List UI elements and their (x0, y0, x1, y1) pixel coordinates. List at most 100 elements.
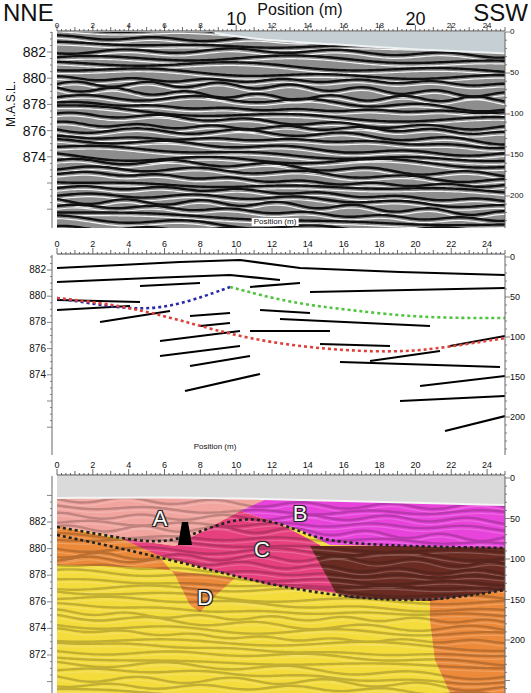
ruler-tick (505, 567, 507, 568)
ruler-tick (50, 38, 52, 39)
ruler-tick (505, 289, 507, 290)
ruler-tick (137, 252, 138, 254)
ruler-tick (285, 473, 286, 475)
ruler-tick (437, 252, 438, 254)
ruler-tick (115, 252, 116, 254)
ruler-tick (47, 628, 52, 629)
reflector-line (57, 260, 505, 275)
tick-label: 22 (447, 22, 456, 30)
reflector-dark (57, 226, 505, 228)
tick-label: 24 (482, 461, 492, 470)
ruler-tick (222, 29, 223, 31)
ruler-tick (505, 179, 507, 180)
ruler-tick (50, 568, 52, 569)
ruler-tick (164, 248, 165, 254)
ruler-tick (316, 29, 317, 31)
ruler-tick (110, 471, 111, 475)
ruler-tick (487, 469, 488, 475)
boundary-lower (57, 535, 505, 600)
unit-letter: B (293, 503, 308, 525)
ruler-tick (240, 473, 241, 475)
ruler-tick (393, 473, 394, 475)
ruler-tick (70, 252, 71, 254)
ruler-tick (254, 27, 255, 31)
ruler-tick (173, 29, 174, 31)
tick-label: 16 (339, 461, 349, 470)
ruler-tick (50, 97, 52, 98)
air-band (170, 32, 505, 54)
reflector-line (160, 346, 240, 356)
ruler-tick (285, 29, 286, 31)
ruler-tick (424, 473, 425, 475)
unit-letter: A (153, 508, 168, 530)
ruler-tick (160, 252, 161, 254)
ruler-tick (209, 29, 210, 31)
ruler-tick (505, 640, 510, 641)
ruler-tick (97, 473, 98, 475)
ruler-tick (505, 425, 507, 426)
elevation-label: 872 (29, 650, 46, 660)
ruler-tick (393, 29, 394, 31)
ruler-tick (401, 252, 402, 254)
ruler-tick (169, 29, 170, 31)
ruler-tick (334, 473, 335, 475)
ruler-tick (388, 473, 389, 475)
reflector-line (320, 344, 390, 346)
elevation-label: 876 (29, 597, 46, 607)
elevation-label: 874 (23, 150, 46, 164)
ruler-tick (505, 345, 507, 346)
ruler-tick (406, 473, 407, 475)
ruler-tick (505, 305, 507, 306)
ruler-tick (505, 32, 510, 33)
ruler-tick (177, 252, 178, 254)
ruler-tick (110, 250, 111, 254)
ruler-tick (142, 473, 143, 475)
ruler-tick (334, 252, 335, 254)
reflector-line (250, 330, 330, 332)
ruler-tick (258, 473, 259, 475)
tick-label: 2 (90, 461, 95, 470)
reflector-line (190, 313, 230, 316)
ruler-tick (79, 29, 80, 31)
ruler-tick (505, 64, 507, 65)
ruler-tick (478, 473, 479, 475)
ruler-tick (410, 252, 411, 254)
tick-label: 2 (90, 240, 95, 249)
tick-label: 22 (446, 240, 456, 249)
ruler-tick (209, 252, 210, 254)
ruler-tick (370, 252, 371, 254)
ruler-tick (379, 469, 380, 475)
ruler-tick (191, 252, 192, 254)
ruler-tick (505, 297, 510, 298)
ruler-tick (406, 29, 407, 31)
ruler-tick (160, 29, 161, 31)
ruler-tick (222, 473, 223, 475)
ruler-tick (505, 409, 507, 410)
air-band (57, 476, 505, 505)
ruler-tick (276, 473, 277, 475)
ruler-tick (505, 648, 507, 649)
ruler-tick (50, 515, 52, 516)
ruler-tick (505, 471, 506, 475)
ruler-tick (442, 252, 443, 254)
ruler-tick (79, 252, 80, 254)
time-label: 200 (510, 636, 525, 645)
ruler-tick (460, 29, 461, 31)
ruler-tick (173, 473, 174, 475)
tick-label: 4 (126, 240, 131, 249)
reflector-dark (57, 565, 505, 578)
reflector-line (57, 275, 280, 282)
ruler-tick (245, 252, 246, 254)
reflector-light (57, 692, 505, 693)
ruler-tick (505, 656, 507, 657)
ruler-tick (47, 681, 52, 682)
ruler-tick (50, 163, 52, 164)
ruler-tick (50, 150, 52, 151)
axis-title: Position (m) (192, 443, 239, 451)
ruler-tick (428, 29, 429, 31)
ruler-tick (505, 89, 507, 90)
ruler-tick (50, 528, 52, 529)
ruler-tick (442, 29, 443, 31)
tick-label: 8 (198, 22, 202, 30)
